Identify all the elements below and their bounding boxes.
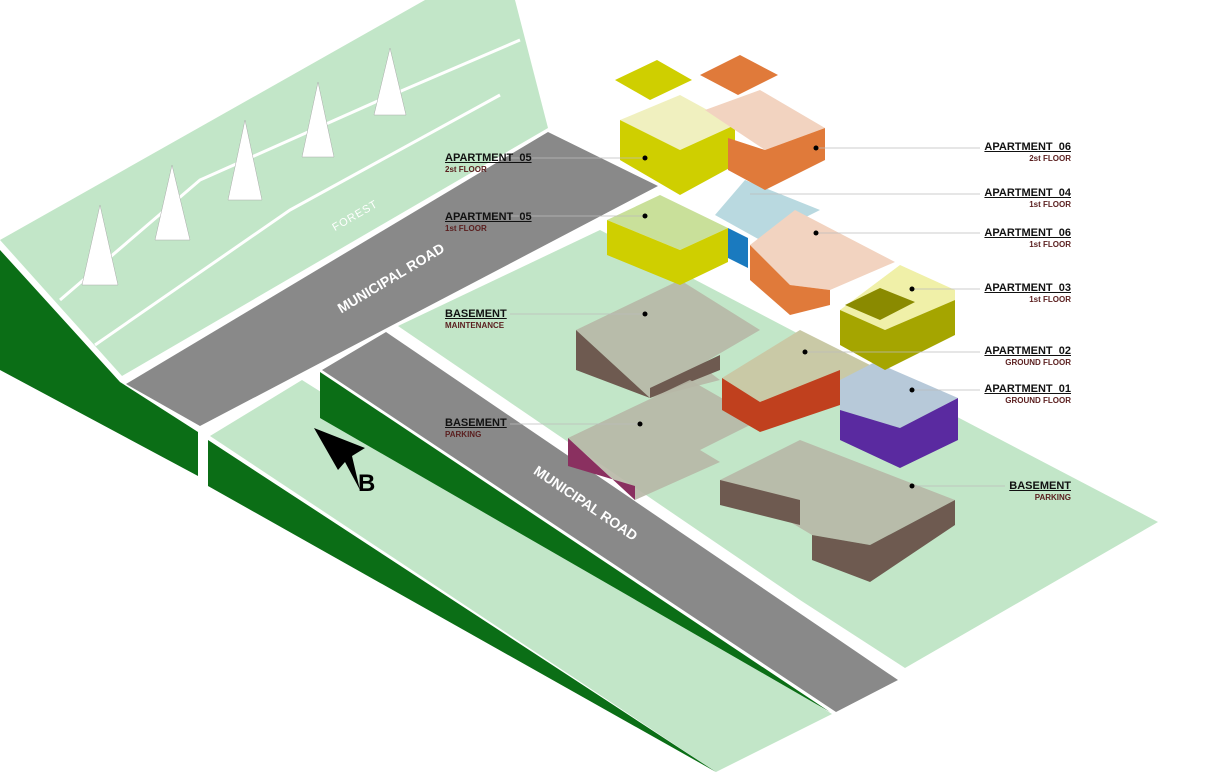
- ground-lower-left: [210, 380, 832, 772]
- label-sub: PARKING: [445, 430, 482, 439]
- label-sub: 1st FLOOR: [445, 224, 487, 233]
- apartment-01-block: [840, 362, 958, 468]
- label-title: APARTMENT_04: [984, 187, 1071, 199]
- slope-wedge: [320, 372, 830, 712]
- label-sub: GROUND FLOOR: [1005, 358, 1071, 367]
- road-upper: [126, 132, 658, 426]
- apartment-06-2nd-block: [700, 55, 825, 190]
- label-sub: 1st FLOOR: [1029, 240, 1071, 249]
- forest-path: [59, 38, 521, 302]
- basement-parking-right: [720, 440, 955, 582]
- label-sub: 1st FLOOR: [1029, 295, 1071, 304]
- apartment-04-block: [715, 180, 820, 268]
- label-title: BASEMENT: [445, 308, 507, 320]
- basement-maintenance: [576, 280, 760, 398]
- marker-dots: [637, 145, 915, 489]
- label-title: APARTMENT_05: [445, 211, 532, 223]
- label-sub: PARKING: [1034, 493, 1071, 502]
- label-title: BASEMENT: [445, 417, 507, 429]
- label-title: APARTMENT_06: [984, 227, 1071, 239]
- apartment-05-1st-block: [607, 195, 728, 285]
- forest-area: [0, 0, 548, 376]
- slope-wedge: [0, 250, 198, 476]
- tree-icons: [81, 47, 407, 286]
- road-lower: [322, 332, 898, 712]
- apartment-03-block: [840, 265, 955, 370]
- section-marker-label: B: [358, 470, 376, 497]
- label-sub: 2st FLOOR: [1029, 154, 1071, 163]
- leader-lines: [510, 147, 1005, 487]
- apartment-06-1st-block: [750, 210, 895, 315]
- label-title: APARTMENT_02: [984, 345, 1071, 357]
- label-sub: 1st FLOOR: [1029, 200, 1071, 209]
- label-sub: MAINTENANCE: [445, 321, 505, 330]
- label-title: BASEMENT: [1009, 480, 1071, 492]
- basement-parking: [568, 380, 760, 500]
- label-title: APARTMENT_05: [445, 152, 532, 164]
- apartment-05-2nd-block: [615, 60, 735, 195]
- label-title: APARTMENT_03: [984, 282, 1071, 294]
- label-sub: GROUND FLOOR: [1005, 396, 1071, 405]
- forest-path: [94, 93, 501, 347]
- section-arrow-icon: [314, 428, 365, 490]
- label-title: APARTMENT_01: [984, 383, 1071, 395]
- slope-wedge: [208, 440, 716, 772]
- label-title: APARTMENT_06: [984, 141, 1071, 153]
- label-sub: 2st FLOOR: [445, 165, 487, 174]
